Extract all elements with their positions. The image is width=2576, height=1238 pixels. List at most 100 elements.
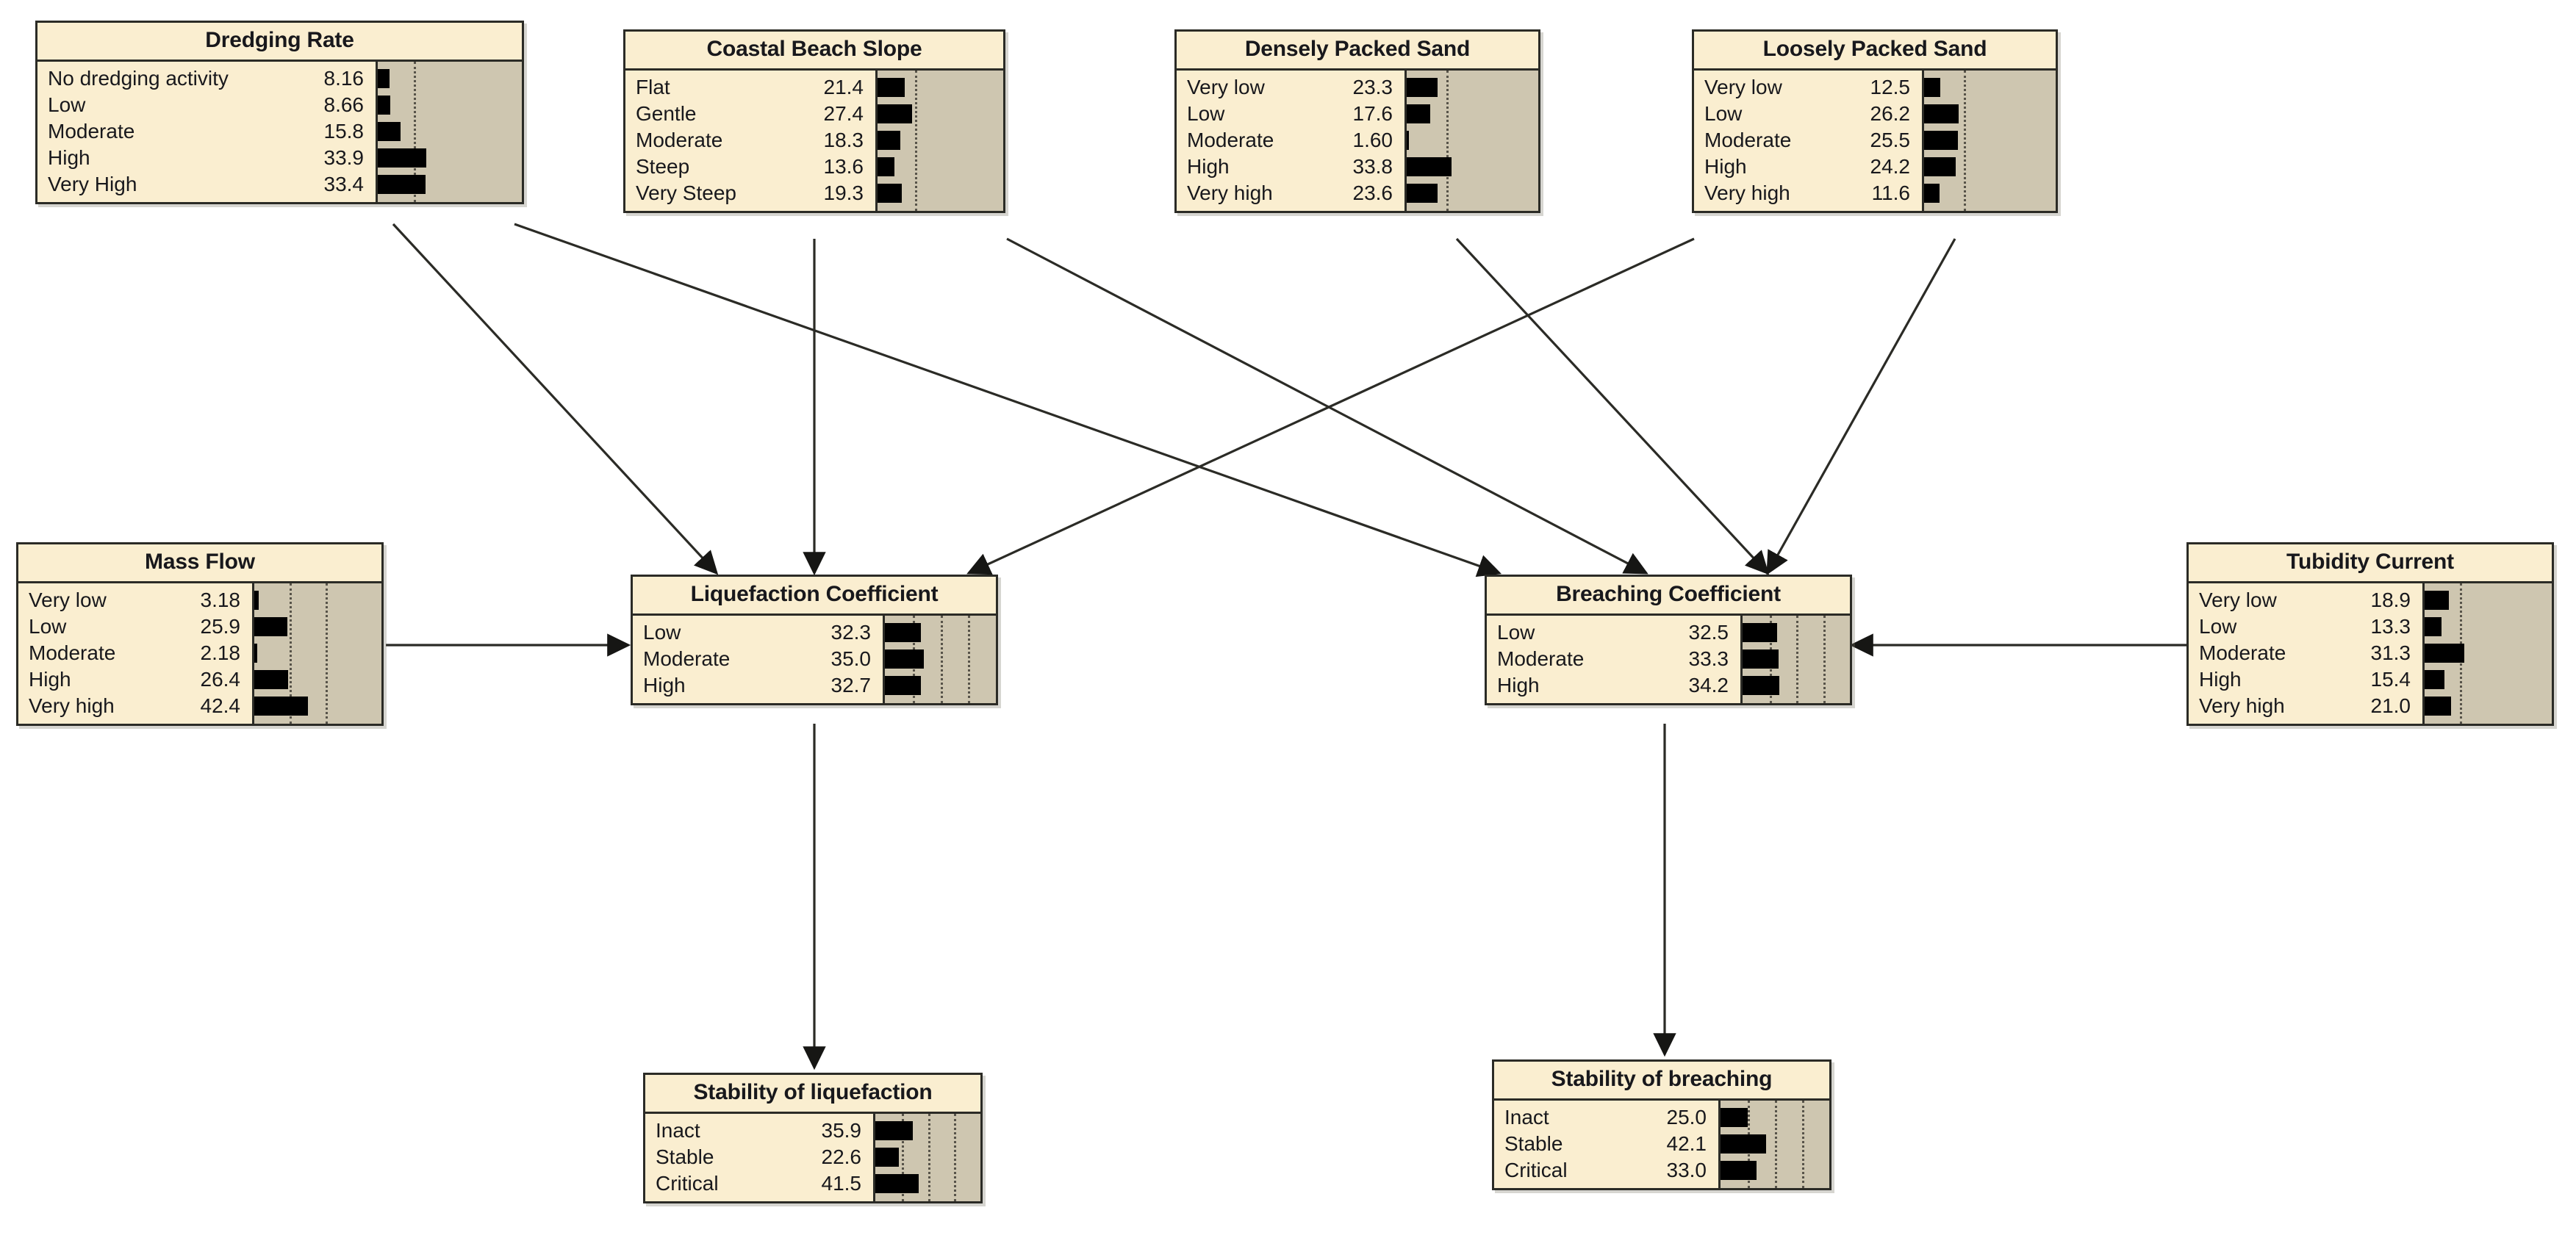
bar-row [878,127,1003,154]
bar [2425,697,2452,716]
bar-chart-area [875,71,1003,211]
bar-gridline [968,616,971,703]
state-label: Low [1704,102,1743,125]
node-title-mass-flow: Mass Flow [18,544,381,583]
state-label: High [29,668,71,691]
state-label: Very high [2199,694,2285,717]
state-label: High [2199,668,2242,691]
state-value: 21.4 [823,76,864,98]
state-value: 22.6 [821,1145,862,1168]
state-value: 33.3 [1688,647,1729,670]
bar-row [2425,613,2552,640]
state-row: Steep 13.6 [625,154,875,180]
state-label: High [1497,674,1540,697]
state-value: 23.6 [1352,181,1393,204]
node-body-mass-flow: Very low 3.18 Low 25.9 Moderate 2.18 Hig… [18,583,381,724]
state-row: Very Steep 19.3 [625,180,875,206]
node-body-stability-of-breaching: Inact 25.0 Stable 42.1 Critical 33.0 [1494,1101,1829,1188]
state-row: Low 32.3 [633,619,883,646]
node-title-loosely-packed-sand: Loosely Packed Sand [1694,32,2056,71]
state-value: 13.6 [823,155,864,178]
state-row: Critical 41.5 [645,1170,873,1197]
bar-gridline [1796,616,1798,703]
state-label: High [48,146,90,169]
bar-row [254,587,381,613]
bar-row [875,1170,980,1197]
node-title-liquefaction-coefficient: Liquefaction Coefficient [633,577,996,616]
bar [1743,676,1779,695]
state-label: Very high [1704,181,1790,204]
state-column: Low 32.3 Moderate 35.0 High 32.7 [633,616,883,703]
bar-chart-area [1922,71,2056,211]
state-row: High 15.4 [2189,666,2422,693]
state-row: Moderate 15.8 [37,118,376,145]
bar-chart-area [2422,583,2552,724]
state-label: Very high [1187,181,1273,204]
state-label: Very Steep [636,181,736,204]
bar-chart-area [376,62,522,202]
node-coastal-beach-slope[interactable]: Coastal Beach Slope Flat 21.4 Gentle 27.… [623,29,1005,213]
state-column: Very low 18.9 Low 13.3 Moderate 31.3 Hig… [2189,583,2422,724]
state-row: Moderate 1.60 [1177,127,1404,154]
state-row: Stable 42.1 [1494,1131,1718,1157]
node-mass-flow[interactable]: Mass Flow Very low 3.18 Low 25.9 Moderat… [16,542,384,726]
state-row: Low 8.66 [37,92,376,118]
node-loosely-packed-sand[interactable]: Loosely Packed Sand Very low 12.5 Low 26… [1692,29,2058,213]
bar-chart-area [1404,71,1538,211]
state-label: Moderate [636,129,723,151]
state-label: Low [1187,102,1225,125]
node-title-breaching-coefficient: Breaching Coefficient [1487,577,1850,616]
state-row: Very low 12.5 [1694,74,1922,101]
state-row: Very high 11.6 [1694,180,1922,206]
node-liquefaction-coefficient[interactable]: Liquefaction Coefficient Low 32.3 Modera… [631,575,998,705]
state-column: Very low 23.3 Low 17.6 Moderate 1.60 Hig… [1177,71,1404,211]
bar [875,1121,914,1140]
node-breaching-coefficient[interactable]: Breaching Coefficient Low 32.5 Moderate … [1485,575,1852,705]
bar-row [1924,127,2056,154]
bar-row [378,145,522,171]
state-row: Low 17.6 [1177,101,1404,127]
state-label: Very low [1187,76,1265,98]
bar-row [1924,154,2056,180]
node-dredging-rate[interactable]: Dredging Rate No dredging activity 8.16 … [35,21,524,204]
bar [378,148,427,168]
bar-row [254,666,381,693]
bar-row [254,613,381,640]
state-column: Inact 25.0 Stable 42.1 Critical 33.0 [1494,1101,1718,1188]
bar-chart-area [1740,616,1850,703]
bar [1924,78,1941,97]
state-row: Very low 3.18 [18,587,252,613]
state-value: 18.3 [823,129,864,151]
state-row: Flat 21.4 [625,74,875,101]
state-value: 33.9 [323,146,365,169]
node-densely-packed-sand[interactable]: Densely Packed Sand Very low 23.3 Low 17… [1174,29,1540,213]
bar-row [875,1144,980,1170]
node-stability-of-breaching[interactable]: Stability of breaching Inact 25.0 Stable… [1492,1059,1831,1190]
state-label: Stable [656,1145,714,1168]
bar [885,676,922,695]
state-value: 25.0 [1666,1106,1707,1129]
node-stability-of-liquefaction[interactable]: Stability of liquefaction Inact 35.9 Sta… [643,1073,983,1203]
state-label: Stable [1504,1132,1563,1155]
state-value: 18.9 [2370,589,2411,611]
bar-row [1721,1157,1829,1184]
state-row: Critical 33.0 [1494,1157,1718,1184]
state-row: High 33.9 [37,145,376,171]
bar-row [1924,74,2056,101]
state-value: 35.0 [830,647,872,670]
state-value: 33.8 [1352,155,1393,178]
node-body-loosely-packed-sand: Very low 12.5 Low 26.2 Moderate 25.5 Hig… [1694,71,2056,211]
bar-gridline [325,583,328,724]
node-body-densely-packed-sand: Very low 23.3 Low 17.6 Moderate 1.60 Hig… [1177,71,1538,211]
bar-row [2425,693,2552,719]
node-tubidity-current[interactable]: Tubidity Current Very low 18.9 Low 13.3 … [2186,542,2554,726]
state-label: Moderate [48,120,135,143]
state-row: Very high 23.6 [1177,180,1404,206]
state-label: Gentle [636,102,697,125]
bar-chart-area [1718,1101,1829,1188]
state-row: Very High 33.4 [37,171,376,198]
edge-densely-packed-sand-to-breaching-coefficient [1455,237,1770,575]
state-value: 24.2 [1870,155,1911,178]
node-title-stability-of-liquefaction: Stability of liquefaction [645,1075,980,1114]
bar-gridline [928,1114,930,1201]
